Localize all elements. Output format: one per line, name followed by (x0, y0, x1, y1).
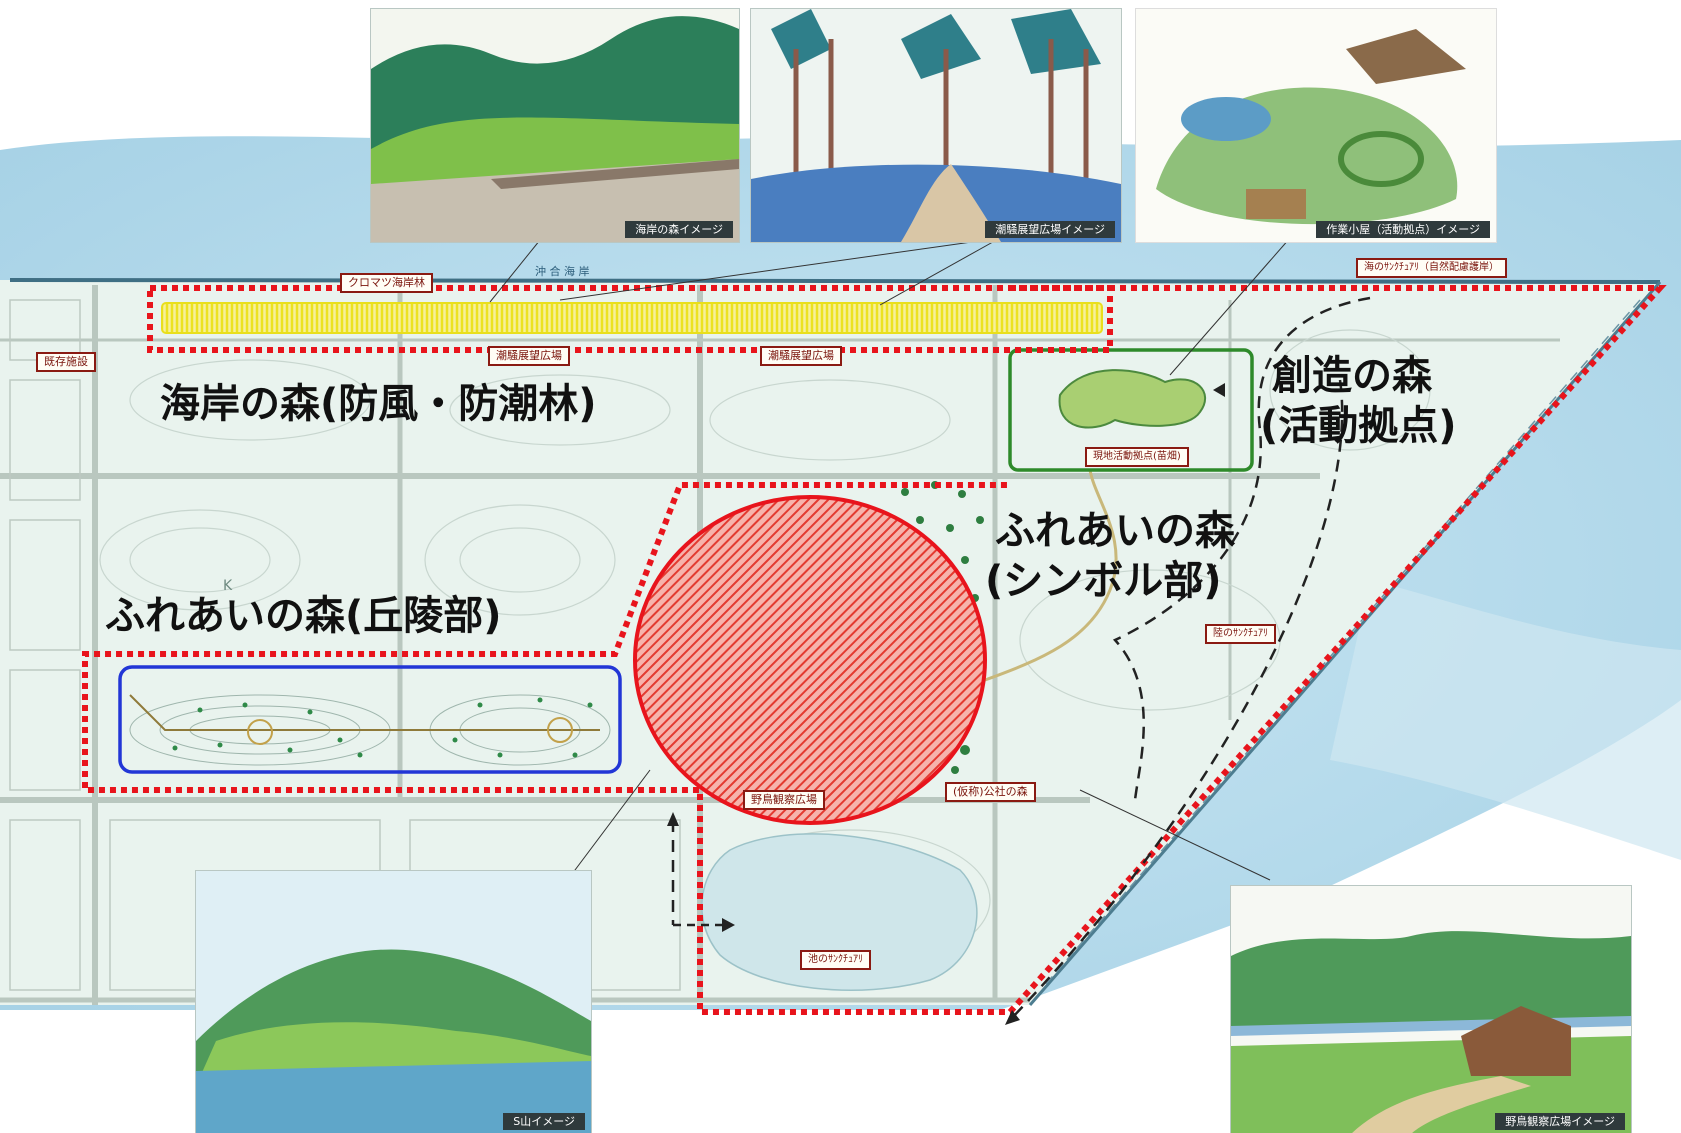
pond-sanctuary-tag: 池のｻﾝｸﾁｭｱﾘ (800, 950, 871, 970)
s-mountain-caption: S山イメージ (503, 1113, 585, 1130)
s-mountain-image: S山イメージ (195, 870, 592, 1133)
pond (701, 833, 978, 991)
public-forest-tag: (仮称)公社の森 (945, 782, 1036, 802)
bird-plaza-tag: 野鳥観察広場 (743, 790, 825, 810)
hut-caption: 作業小屋（活動拠点）イメージ (1316, 221, 1490, 238)
creation-forest-box (1008, 348, 1254, 472)
existing-facility-tag: 既存施設 (36, 352, 96, 372)
fureai-symbol-label-2: (シンボル部) (985, 558, 1222, 604)
zone-boundaries (82, 285, 1667, 1015)
square-tag-2: 潮騒展望広場 (760, 346, 842, 366)
square-tag-1: 潮騒展望広場 (488, 346, 570, 366)
hill-trees (172, 697, 593, 758)
coast-forest-image: 海岸の森イメージ (370, 8, 740, 243)
bird-square-caption: 野鳥観察広場イメージ (1495, 1113, 1625, 1130)
promenade-image: 潮騒展望広場イメージ (750, 8, 1122, 243)
symbol-area-ellipse (633, 495, 987, 825)
coastal-forest-label: 海岸の森(防風・防潮林) (160, 381, 597, 427)
hill-contours (129, 694, 611, 766)
coastal-forest-band (161, 302, 1103, 334)
sea-sanctuary-tag: 海のｻﾝｸﾁｭｱﾘ（自然配慮護岸） (1356, 258, 1507, 278)
fureai-hills-label: ふれあいの森(丘陵部) (105, 593, 502, 639)
arrow-heads (667, 383, 1225, 1025)
field-base-tag: 現地活動拠点(苗畑) (1085, 447, 1189, 467)
creation-forest-label-2: (活動拠点) (1260, 403, 1457, 449)
hills-box (118, 665, 622, 774)
hut-image: 作業小屋（活動拠点）イメージ (1135, 8, 1497, 243)
creation-forest-island (1058, 369, 1206, 429)
kuromatsu-tag: クロマツ海岸林 (340, 273, 433, 293)
walking-path (984, 469, 1118, 682)
creation-forest-label-1: 創造の森 (1272, 353, 1432, 399)
bird-square-image: 野鳥観察広場イメージ (1230, 885, 1632, 1133)
promenade-caption: 潮騒展望広場イメージ (985, 221, 1115, 238)
route-arrows (671, 296, 1371, 1021)
land-sanctuary-tag: 陸のｻﾝｸﾁｭｱﾘ (1205, 624, 1276, 644)
sea-name-label: 沖 合 海 岸 (535, 265, 590, 278)
fureai-symbol-label-1: ふれあいの森 (995, 508, 1235, 554)
coast-forest-caption: 海岸の森イメージ (625, 221, 733, 238)
block-k-label: K (223, 578, 233, 594)
